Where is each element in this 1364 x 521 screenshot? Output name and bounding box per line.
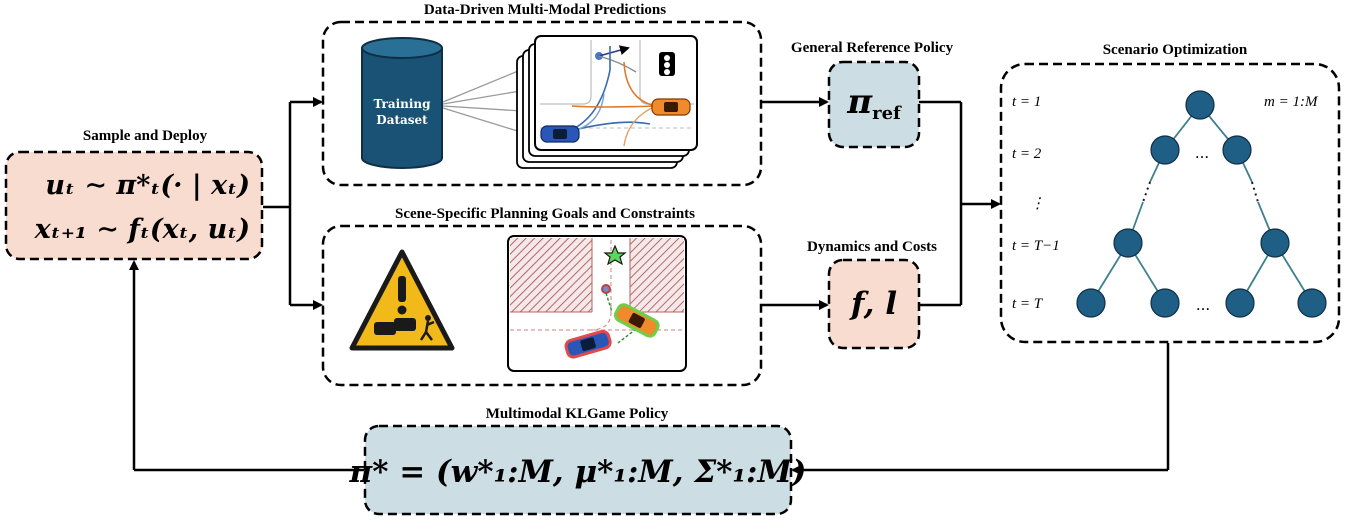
orange-car-highlighted-icon xyxy=(613,303,660,338)
tree-node xyxy=(1222,135,1252,165)
pi-symbol: π xyxy=(846,82,873,122)
state-transition-equation: xₜ₊₁ ∼ fₜ(xₜ, uₜ) xyxy=(34,214,250,245)
tree-mid-ellipsis: ... xyxy=(1195,144,1209,162)
pedestrian-icon xyxy=(601,284,611,294)
reference-policy-symbol: πref xyxy=(846,82,902,124)
scenario-optimization-box xyxy=(999,62,1341,344)
blue-car-highlighted-icon xyxy=(564,329,612,359)
planning-title: Scene-Specific Planning Goals and Constr… xyxy=(395,206,695,222)
tree-node xyxy=(1150,288,1180,318)
t-vertical-dots: ⋮ xyxy=(1030,196,1045,212)
tree-node xyxy=(1076,288,1106,318)
t-T-label: t = T xyxy=(1012,296,1044,312)
training-dataset-cylinder: Training Dataset xyxy=(361,37,443,169)
blue-car-icon xyxy=(540,125,580,143)
scenario-tree-nodes xyxy=(1076,90,1327,318)
goal-star-icon xyxy=(603,244,627,266)
modes-label: m = 1:M xyxy=(1264,94,1319,110)
policy-title: Multimodal KLGame Policy xyxy=(486,406,669,422)
tree-node xyxy=(1225,288,1255,318)
warning-sign-icon xyxy=(349,249,455,351)
traffic-light-icon xyxy=(659,52,675,76)
t-1-label: t = 1 xyxy=(1012,94,1041,110)
dynamics-symbol: f, l xyxy=(849,286,897,322)
sample-deploy-title: Sample and Deploy xyxy=(83,128,208,144)
tree-node xyxy=(1260,228,1290,258)
orange-car-icon xyxy=(651,98,691,116)
scenario-card-stack xyxy=(516,35,698,169)
sample-deploy-box xyxy=(4,150,264,261)
control-sampling-equation: uₜ ∼ π*ₜ(· | xₜ) xyxy=(45,170,250,201)
tree-bottom-ellipsis: ... xyxy=(1196,296,1210,314)
predictions-title: Data-Driven Multi-Modal Predictions xyxy=(424,2,666,18)
tree-node xyxy=(1297,288,1327,318)
dynamics-title: Dynamics and Costs xyxy=(807,239,937,255)
t-T-minus-1-label: t = T−1 xyxy=(1012,238,1060,254)
dataset-label-line2: Dataset xyxy=(376,113,428,127)
tree-node xyxy=(1113,228,1143,258)
flow-arrows xyxy=(129,97,1170,475)
klgame-policy-equation: π* = (w*₁:M, μ*₁:M, Σ*₁:M) xyxy=(349,454,807,490)
scene-map xyxy=(507,235,687,372)
ref-subscript: ref xyxy=(872,103,902,124)
scenario-title: Scenario Optimization xyxy=(1103,42,1248,58)
dataset-label-line1: Training xyxy=(373,97,431,111)
reference-title: General Reference Policy xyxy=(791,40,954,56)
tree-node xyxy=(1185,90,1215,120)
t-2-label: t = 2 xyxy=(1012,146,1042,162)
reference-policy-box xyxy=(827,60,921,149)
tree-node xyxy=(1150,135,1180,165)
